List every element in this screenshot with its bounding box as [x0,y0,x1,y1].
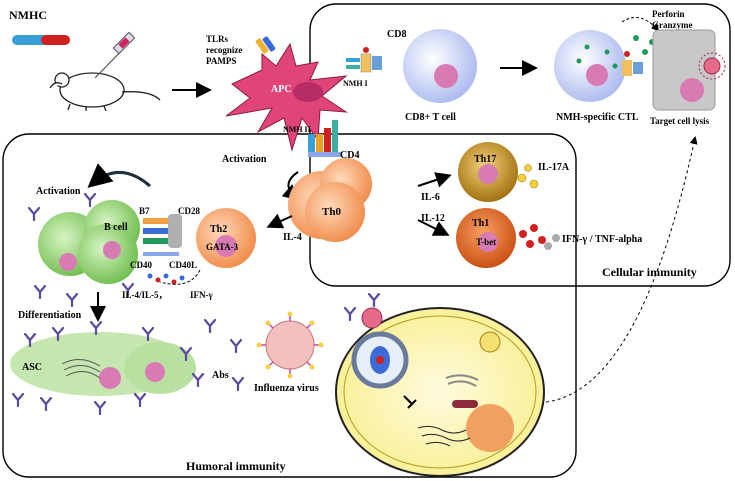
virus-budding-icon [361,307,501,353]
cd40-label: CD40 [130,260,152,270]
differentiation-label: Differentiation [18,310,82,321]
il17a-label: IL-17A [538,162,570,173]
il12-label: IL-12 [421,213,445,224]
golgi-icon [445,374,479,387]
infected-cell [335,307,545,477]
granzyme-label: Granzyme [652,20,693,30]
tlrs-recognize-label: recognize [206,45,242,55]
gata3-label: GATA-3 [206,242,239,252]
activation-apc-label: Activation [222,154,267,165]
ctl-nucleus [586,64,608,86]
th17-label: Th17 [474,154,496,165]
nmh-ii-label: NMH II [283,125,311,134]
virus-in-endosome-icon [370,346,390,374]
rna-strands [417,425,471,447]
th0-cell [305,182,365,242]
apc-cell [225,42,348,152]
ifn-tnf-dots [519,224,560,250]
cd40l-label: CD40L [169,260,197,270]
mhc-ii-tcr-complex [308,120,342,157]
th1-label: Th1 [472,218,489,229]
cytokine-dots [147,273,185,285]
nmhc-label: NMHC [9,8,47,22]
cd8-t-cell-label: CD8+ T cell [405,112,456,123]
th2-label: Th2 [210,224,227,235]
il4-label: IL-4 [283,232,302,243]
syringe-icon [94,31,136,79]
virus-on-target-icon [698,52,726,80]
nmhc-capsule-icon [12,35,70,45]
humoral-immunity-label: Humoral immunity [186,459,286,473]
th2-nucleus [215,235,237,257]
influenza-label: Influenza virus [254,383,319,394]
il17a-dots [517,164,539,189]
infected-cell-nucleus [466,404,514,452]
cellular-immunity-label: Cellular immunity [602,265,697,279]
pamps-label: PAMPS [206,56,236,66]
th1-nucleus [478,232,498,252]
th17-nucleus [478,164,498,184]
mhc-i-tcr-complex [346,47,382,73]
th0-label: Th0 [322,206,341,218]
target-lysis-label: Target cell lysis [650,116,710,126]
tlrs-label: TLRs [206,34,229,44]
ifn-g-label: IFN-γ [190,290,213,300]
apc-label: APC [271,84,292,95]
ctl-cell [554,30,626,102]
ctl-label: NMH-specific CTL [556,112,639,123]
nmh-i-label: NMH I [343,79,368,88]
ctl-tcr-complex [622,51,643,76]
asc-label: ASC [22,362,42,373]
apc-nucleus [293,82,323,102]
b7-cd28-receptors [143,214,182,256]
target-cell-nucleus [680,78,704,102]
activation-b-label: Activation [36,186,81,197]
mouse-icon [49,72,161,112]
tlr-receptor-icon [255,36,276,54]
er-icon [61,359,101,379]
cd8-label: CD8 [387,29,406,40]
influenza-virus-icon [256,311,324,379]
cd28-label: CD28 [178,206,200,216]
mitochondria-icon [452,400,478,408]
granules [576,44,618,69]
il6-label: IL-6 [421,192,440,203]
perforin-label: Perforin [652,9,684,19]
tbet-label: T-bet [476,237,496,247]
b-cell-label: B cell [104,222,128,233]
cd8-t-cell-nucleus [434,64,458,88]
cd4-label: CD4 [340,150,359,161]
ifn-tnf-label: IFN-γ / TNF-alpha [562,234,642,245]
b7-label: B7 [139,206,150,216]
il4-il5-label: IL-4/IL-5， [122,290,168,300]
activation-curved-arrow [87,163,151,188]
abs-label: Abs [212,370,229,381]
